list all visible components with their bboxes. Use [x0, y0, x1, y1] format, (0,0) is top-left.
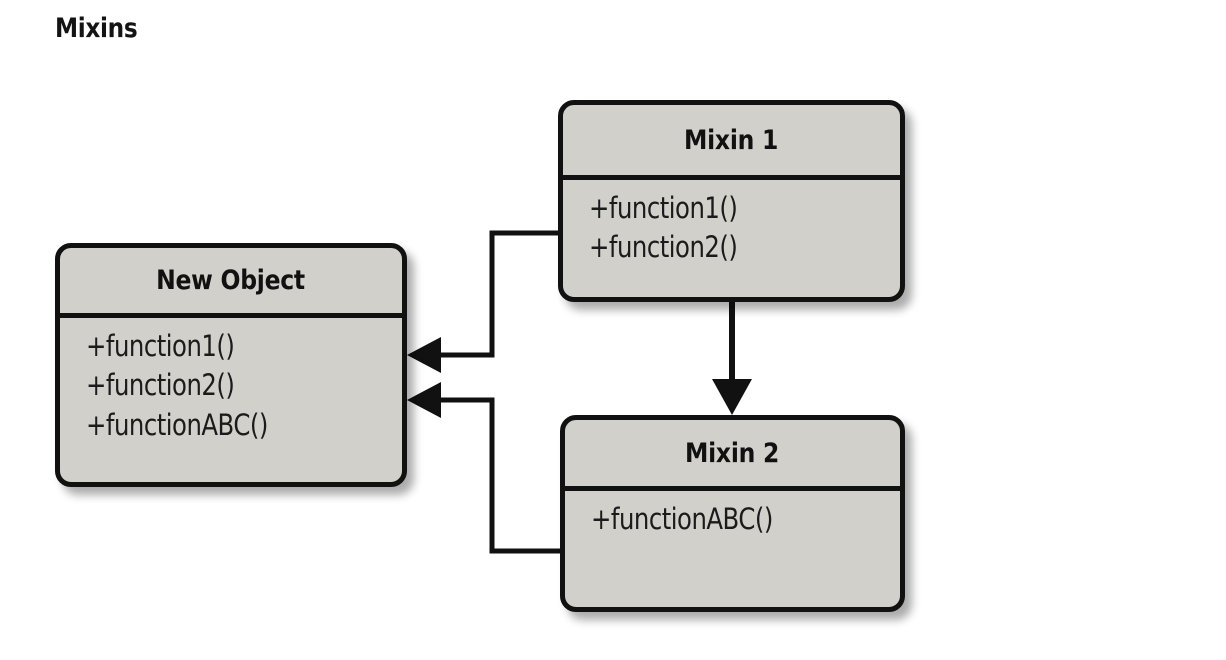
arrowhead-icon: [712, 379, 752, 415]
uml-member: +function1(): [589, 191, 738, 225]
connector-mixin1-to-mixin2: [712, 302, 752, 415]
uml-member: +function1(): [86, 329, 235, 363]
uml-class-mixin-2[interactable]: Mixin 2 +functionABC(): [560, 415, 905, 612]
uml-member: +function2(): [589, 230, 738, 265]
connector-mixin2-to-new-object: [407, 382, 560, 554]
uml-class-mixin-1[interactable]: Mixin 1 +function1() +function2(): [558, 100, 905, 302]
uml-member-list: +functionABC(): [565, 491, 900, 539]
uml-title-band: New Object: [60, 248, 402, 318]
uml-member: +function2(): [86, 368, 235, 403]
uml-class-new-object[interactable]: New Object +function1() +function2() +fu…: [55, 243, 407, 487]
uml-class-title: New Object: [156, 265, 306, 296]
connector-mixin1-to-new-object: [407, 230, 558, 373]
uml-title-band: Mixin 2: [565, 420, 900, 491]
uml-member: +functionABC(): [86, 407, 268, 442]
arrowhead-icon: [407, 337, 441, 373]
uml-member-list: +function1() +function2(): [563, 180, 900, 268]
uml-class-title: Mixin 2: [685, 437, 780, 469]
arrowhead-icon: [407, 382, 441, 418]
diagram-title: Mixins: [55, 13, 138, 44]
uml-class-title: Mixin 1: [684, 124, 779, 156]
uml-member: +functionABC(): [591, 502, 773, 536]
uml-title-band: Mixin 1: [563, 105, 900, 180]
uml-member-list: +function1() +function2() +functionABC(): [60, 318, 402, 445]
